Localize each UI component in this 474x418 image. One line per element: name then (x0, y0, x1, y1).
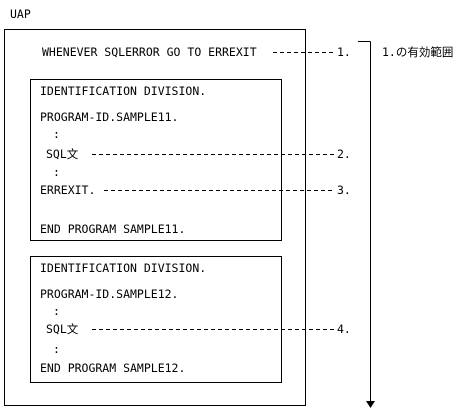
program1-ellipsis-a: : (53, 127, 60, 141)
program1-sql-statement: SQL文 (46, 147, 79, 161)
uap-label: UAP (10, 7, 31, 21)
scope-arrow-head (366, 401, 375, 408)
program2-ellipsis-a: : (53, 304, 60, 318)
program1-ellipsis-b: : (53, 165, 60, 179)
scope-note: 1.の有効範囲 (382, 45, 454, 59)
program1-frame (30, 79, 282, 241)
callout-3: 3. (337, 183, 351, 197)
program2-identification: IDENTIFICATION DIVISION. (40, 261, 207, 275)
callout-1: 1. (337, 45, 351, 59)
program2-frame (30, 256, 282, 383)
program1-end-program: END PROGRAM SAMPLE11. (40, 222, 186, 236)
program1-program-id: PROGRAM-ID.SAMPLE11. (40, 110, 179, 124)
callout-4: 4. (337, 322, 351, 336)
program1-errexit-label: ERREXIT. (40, 183, 96, 197)
program2-program-id: PROGRAM-ID.SAMPLE12. (40, 287, 179, 301)
program2-sql-statement: SQL文 (46, 322, 79, 336)
whenever-statement: WHENEVER SQLERROR GO TO ERREXIT (42, 45, 257, 59)
uap-frame (4, 29, 306, 406)
program2-end-program: END PROGRAM SAMPLE12. (40, 361, 186, 375)
program2-ellipsis-b: : (53, 342, 60, 356)
program1-identification: IDENTIFICATION DIVISION. (40, 84, 207, 98)
callout-2: 2. (337, 147, 351, 161)
